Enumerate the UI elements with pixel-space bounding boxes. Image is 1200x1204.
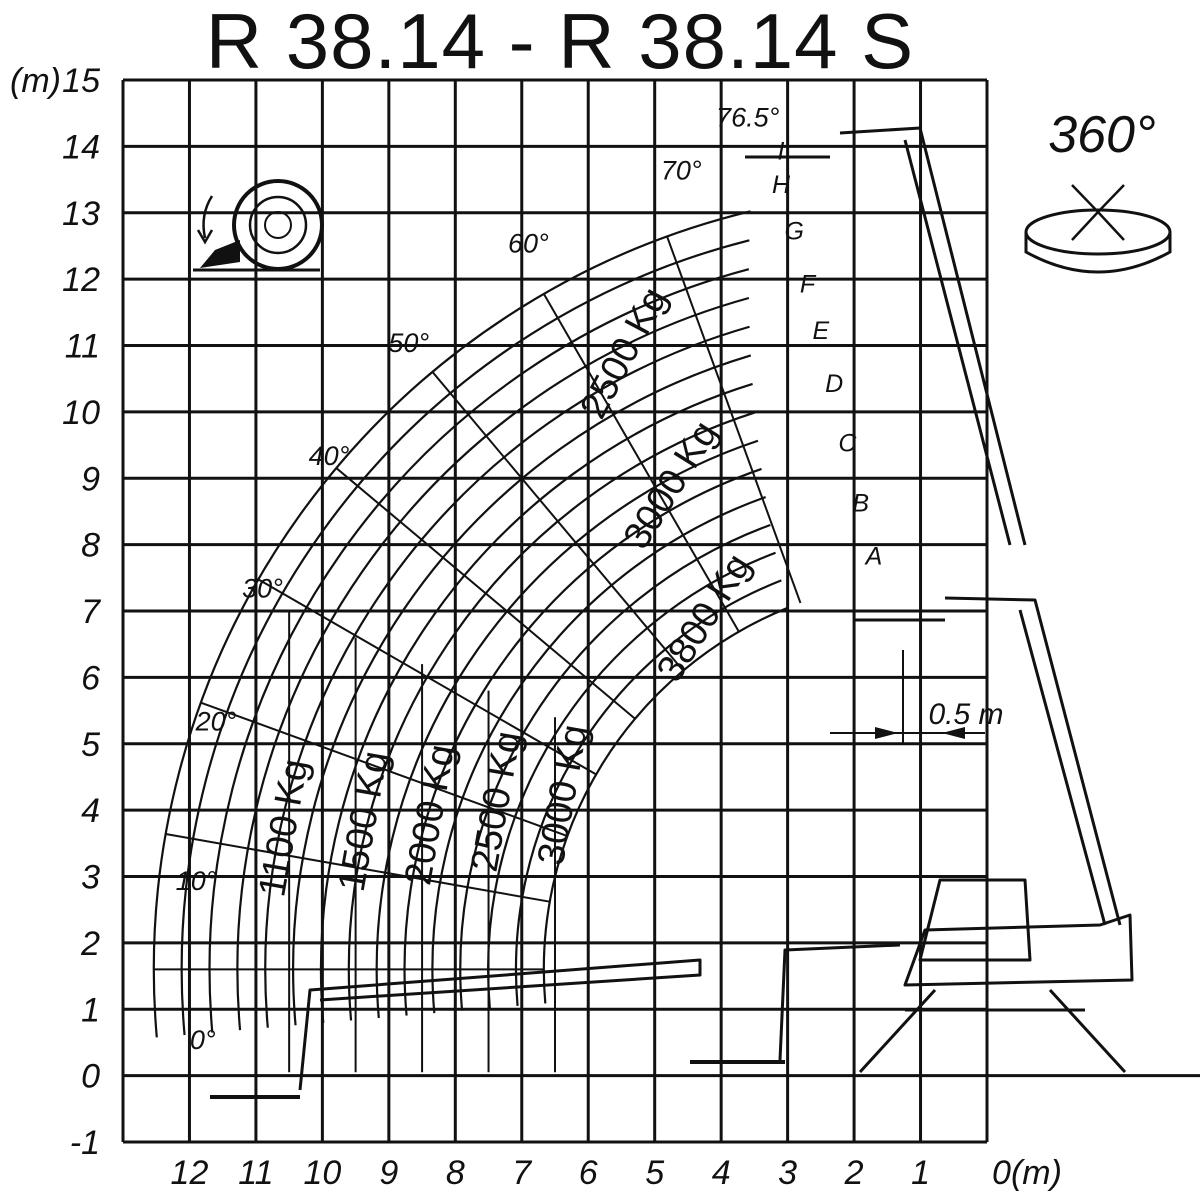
zone-label: C bbox=[838, 430, 857, 458]
load-envelope bbox=[152, 210, 802, 1073]
y-tick-label: 14 bbox=[62, 128, 100, 166]
angle-ray bbox=[165, 832, 550, 903]
y-tick-label: 6 bbox=[81, 659, 100, 697]
x-tick-label: 7 bbox=[512, 1154, 532, 1192]
y-tick-label: 7 bbox=[81, 593, 101, 631]
radius-arc bbox=[208, 268, 750, 1033]
y-tick-label: 12 bbox=[62, 261, 100, 299]
y-tick-label: 10 bbox=[62, 394, 100, 432]
angle-ray bbox=[431, 371, 684, 672]
y-tick-label: 0 bbox=[81, 1058, 100, 1096]
offset-label: 0.5 m bbox=[928, 698, 1003, 731]
zone-label: B bbox=[852, 489, 869, 517]
tyre-icon bbox=[193, 179, 324, 272]
chassis bbox=[903, 913, 1134, 987]
x-unit-label: 0(m) bbox=[992, 1154, 1062, 1192]
load-label: 1100 Kg bbox=[251, 756, 316, 900]
x-tick-label: 12 bbox=[171, 1154, 209, 1192]
zone-label: H bbox=[772, 171, 791, 199]
radius-arc bbox=[347, 411, 756, 1021]
angle-ray bbox=[335, 467, 636, 720]
angle-label: 76.5° bbox=[716, 102, 780, 132]
radius-arc bbox=[292, 354, 752, 1026]
boom-max bbox=[839, 126, 1027, 546]
x-tick-label: 9 bbox=[379, 1154, 398, 1192]
x-tick-label: 10 bbox=[303, 1154, 341, 1192]
y-tick-label: 8 bbox=[81, 527, 100, 565]
y-tick-label: 1 bbox=[81, 991, 100, 1029]
load-label: 2000 Kg bbox=[397, 741, 463, 888]
y-tick-label: 3 bbox=[81, 859, 100, 897]
radius-arc bbox=[236, 296, 750, 1031]
zone-label: A bbox=[864, 543, 883, 571]
zone-label: I bbox=[777, 138, 784, 166]
radius-arc bbox=[459, 523, 771, 1011]
angle-label: 10° bbox=[176, 866, 217, 896]
angle-ray bbox=[666, 236, 802, 604]
angle-label: 40° bbox=[309, 441, 350, 471]
angle-ray bbox=[542, 293, 740, 633]
x-tick-label: 11 bbox=[238, 1154, 273, 1192]
telehandler-drawing bbox=[210, 126, 1134, 1099]
zone-label: F bbox=[800, 270, 817, 298]
y-tick-label: -1 bbox=[70, 1124, 100, 1162]
x-tick-label: 2 bbox=[844, 1154, 864, 1192]
angle-label: 20° bbox=[195, 706, 237, 736]
angle-label: 0° bbox=[190, 1025, 216, 1055]
zone-label: G bbox=[785, 217, 804, 245]
radius-arc bbox=[431, 496, 766, 1014]
zone-label: E bbox=[813, 317, 830, 345]
y-tick-label: 11 bbox=[65, 328, 100, 366]
y-tick-label: 13 bbox=[62, 195, 100, 233]
y-unit-label: (m) bbox=[10, 62, 61, 100]
radius-arc bbox=[542, 606, 789, 1004]
radius-arc bbox=[514, 579, 782, 1006]
radius-arc bbox=[403, 467, 762, 1016]
radius-arc bbox=[180, 239, 750, 1036]
boom-base bbox=[778, 943, 901, 1061]
zone-label: D bbox=[825, 370, 843, 398]
boom-raised bbox=[944, 596, 1122, 926]
y-tick-label: 2 bbox=[80, 925, 100, 963]
angle-ray bbox=[200, 701, 568, 837]
radius-arc bbox=[319, 382, 753, 1023]
rotation-label: 360° bbox=[1048, 106, 1156, 164]
angle-label: 30° bbox=[242, 574, 283, 604]
x-tick-label: 6 bbox=[579, 1154, 598, 1192]
x-tick-label: 1 bbox=[911, 1154, 930, 1192]
y-tick-label: 9 bbox=[81, 460, 100, 498]
x-tick-label: 4 bbox=[712, 1154, 731, 1192]
angle-ray bbox=[257, 578, 597, 776]
y-tick-label: 4 bbox=[81, 792, 100, 830]
angle-label: 50° bbox=[388, 328, 429, 358]
x-tick-label: 3 bbox=[778, 1154, 797, 1192]
y-tick-label: 5 bbox=[81, 726, 100, 764]
radius-arc bbox=[264, 325, 750, 1028]
radius-arc bbox=[152, 210, 751, 1038]
offset-annotation: 0.5 m bbox=[830, 650, 1004, 745]
outriggers bbox=[858, 988, 1127, 1074]
radius-arc bbox=[375, 439, 759, 1019]
angle-label: 70° bbox=[661, 156, 702, 186]
x-tick-label: 5 bbox=[645, 1154, 664, 1192]
cab bbox=[918, 878, 1032, 962]
chart-title: R 38.14 - R 38.14 S bbox=[206, 0, 914, 85]
rotation-icon: 360° bbox=[1024, 106, 1172, 274]
x-tick-label: 8 bbox=[446, 1154, 465, 1192]
y-tick-label: 15 bbox=[62, 62, 100, 100]
load-label: 3800 Kg bbox=[649, 547, 760, 689]
boom-horizontal bbox=[298, 958, 702, 1091]
angle-label: 60° bbox=[508, 229, 549, 259]
radius-arc bbox=[487, 551, 776, 1009]
